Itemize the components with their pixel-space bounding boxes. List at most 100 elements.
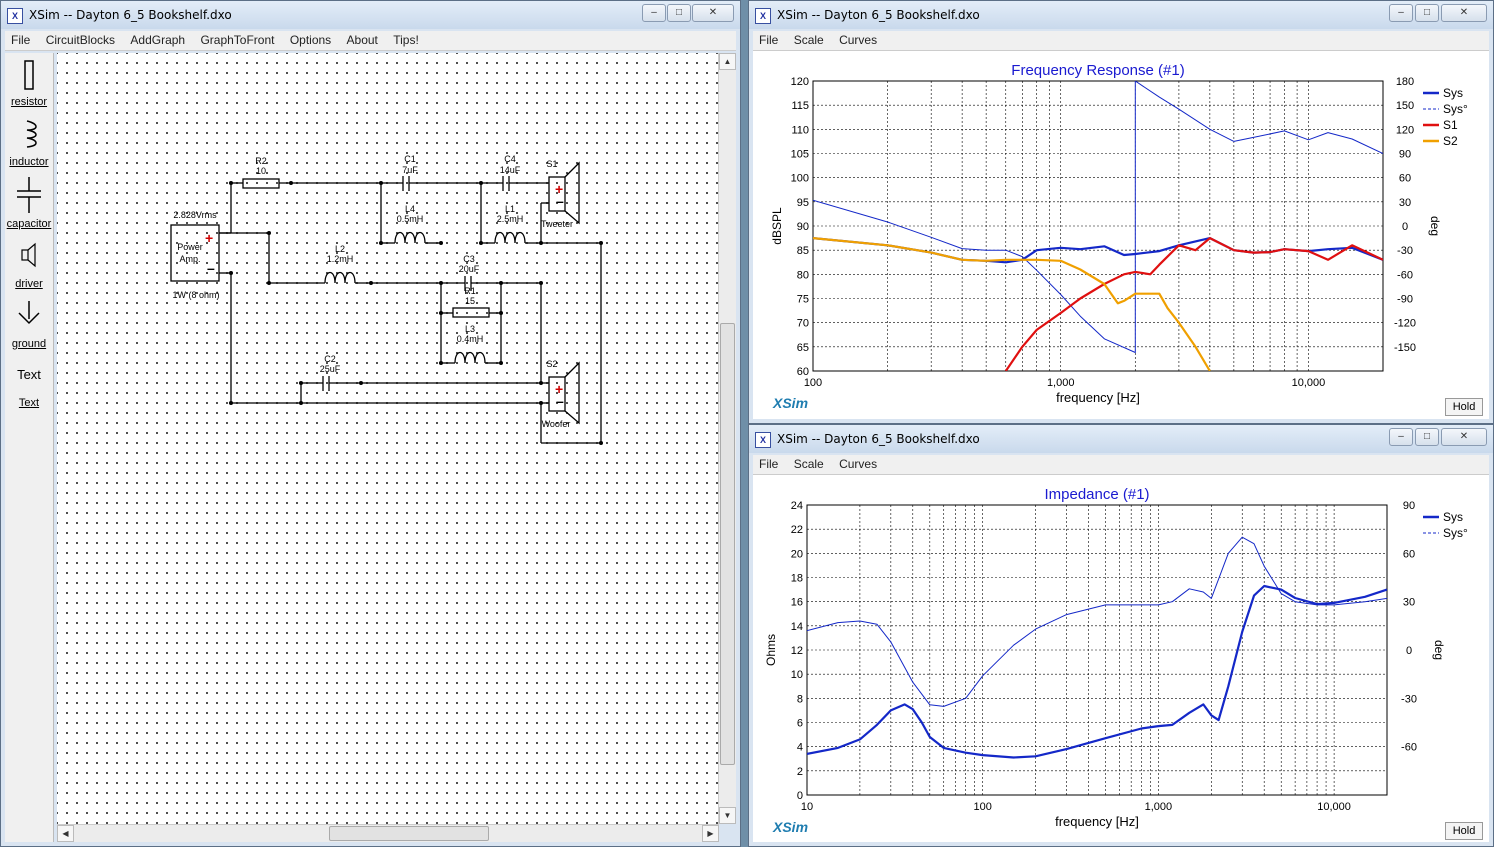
palette-text-link[interactable]: Text [5,397,53,409]
y-tick-label: 24 [791,500,803,512]
hold-button[interactable]: Hold [1445,822,1483,840]
y-tick-label: 8 [797,693,803,705]
y2-tick-label: -150 [1394,342,1416,354]
y2-tick-label: 60 [1403,548,1415,560]
minimize-button[interactable]: – [1389,4,1413,22]
woofer-driver [548,376,566,412]
menu-file[interactable]: File [759,33,779,47]
palette-driver[interactable]: driver [5,241,53,290]
y-tick-label: 120 [791,76,809,88]
y-tick-label: 60 [797,366,809,378]
menu-curves[interactable]: Curves [839,457,878,471]
window-title: XSim -- Dayton 6_5 Bookshelf.dxo [29,8,232,22]
scroll-up-arrow[interactable]: ▲ [719,53,736,70]
y-axis-label: Ohms [764,634,778,666]
y-tick-label: 10 [791,669,803,681]
palette-inductor[interactable]: inductor [5,119,53,168]
legend-label: S1 [1443,118,1458,132]
window-title: XSim -- Dayton 6_5 Bookshelf.dxo [777,8,980,22]
l3-name: L3 [465,324,475,334]
maximize-button[interactable]: □ [1415,4,1439,22]
menu-options[interactable]: Options [289,33,332,47]
app-icon: X [755,8,771,24]
legend-label: Sys° [1443,526,1468,540]
y-tick-label: 12 [791,645,803,657]
close-button[interactable]: ✕ [1441,428,1487,446]
speaker-icon [21,242,36,268]
menu-scale[interactable]: Scale [793,33,824,47]
legend-label: S2 [1443,134,1458,148]
palette-ground-label: ground [11,338,47,350]
legend-label: Sys [1443,86,1463,100]
legend-label: Sys° [1443,102,1468,116]
woofer-label: Woofer [542,419,571,429]
palette-text[interactable]: Text [5,367,53,382]
horizontal-scrollbar[interactable]: ◀ ▶ [57,824,719,842]
title-bar[interactable]: X XSim -- Dayton 6_5 Bookshelf.dxo – □ ✕ [1,1,740,29]
r1-value: 15 [465,296,475,306]
l2-value: 1.2mH [327,254,354,264]
y2-tick-label: 0 [1402,221,1408,233]
menu-graphtofront[interactable]: GraphToFront [200,33,275,47]
title-bar[interactable]: X XSim -- Dayton 6_5 Bookshelf.dxo – □ ✕ [749,425,1493,453]
scroll-left-arrow[interactable]: ◀ [57,825,74,842]
hold-button[interactable]: Hold [1445,398,1483,416]
y-tick-label: 115 [791,100,809,112]
c3-name: C3 [463,254,475,264]
grid-lines [807,505,1387,795]
c1-name: C1 [404,154,416,164]
y-tick-label: 22 [791,524,803,536]
r1-resistor [452,307,490,318]
palette-text-sample: Text [17,367,41,382]
menu-curves[interactable]: Curves [839,33,878,47]
vertical-scrollbar[interactable]: ▲ ▼ [718,53,736,824]
y-tick-label: 105 [791,149,809,161]
scroll-right-arrow[interactable]: ▶ [702,825,719,842]
xsim-brand: XSim [772,395,808,411]
maximize-button[interactable]: □ [667,4,691,22]
palette-text-label: Text [18,397,40,409]
menu-tips[interactable]: Tips! [393,33,419,47]
y2-tick-label: -120 [1394,318,1416,330]
y-tick-label: 6 [797,718,803,730]
title-bar[interactable]: X XSim -- Dayton 6_5 Bookshelf.dxo – □ ✕ [749,1,1493,29]
y2-tick-label: -30 [1401,693,1417,705]
minimize-button[interactable]: – [1389,428,1413,446]
schematic-canvas[interactable]: + – + – + – R2 10 C1 7uF C4 14uF S1 Twee… [57,53,719,825]
y-tick-label: 65 [797,342,809,354]
menu-scale[interactable]: Scale [793,457,824,471]
svg-text:–: – [207,260,215,276]
app-icon: X [7,8,23,24]
menu-file[interactable]: File [759,457,779,471]
c1-value: 7uF [402,165,418,175]
y-tick-label: 80 [797,269,809,281]
series-line-s2 [813,237,1211,371]
x-axis-label: frequency [Hz] [1055,814,1139,829]
palette-capacitor[interactable]: capacitor [5,175,53,230]
y-tick-label: 4 [797,742,803,754]
y-tick-label: 70 [797,318,809,330]
vertical-scroll-thumb[interactable] [720,323,735,765]
x-tick-label: 10,000 [1317,801,1351,813]
component-palette: resistor inductor capacitor driver groun… [5,53,54,842]
y2-tick-label: 90 [1403,500,1415,512]
menu-bar: File CircuitBlocks AddGraph GraphToFront… [5,31,736,51]
x-tick-label: 1,000 [1145,801,1173,813]
close-button[interactable]: ✕ [692,4,734,22]
y-tick-label: 0 [797,790,803,802]
menu-about[interactable]: About [346,33,378,47]
amp-label-2: Amp. [179,254,200,264]
maximize-button[interactable]: □ [1415,428,1439,446]
palette-ground[interactable]: ground [5,299,53,350]
scroll-down-arrow[interactable]: ▼ [719,807,736,824]
minimize-button[interactable]: – [642,4,666,22]
palette-capacitor-label: capacitor [6,218,52,230]
palette-resistor[interactable]: resistor [5,59,53,108]
menu-file[interactable]: File [11,33,31,47]
close-button[interactable]: ✕ [1441,4,1487,22]
horizontal-scroll-thumb[interactable] [329,826,489,841]
menu-addgraph[interactable]: AddGraph [130,33,186,47]
menu-circuitblocks[interactable]: CircuitBlocks [45,33,116,47]
